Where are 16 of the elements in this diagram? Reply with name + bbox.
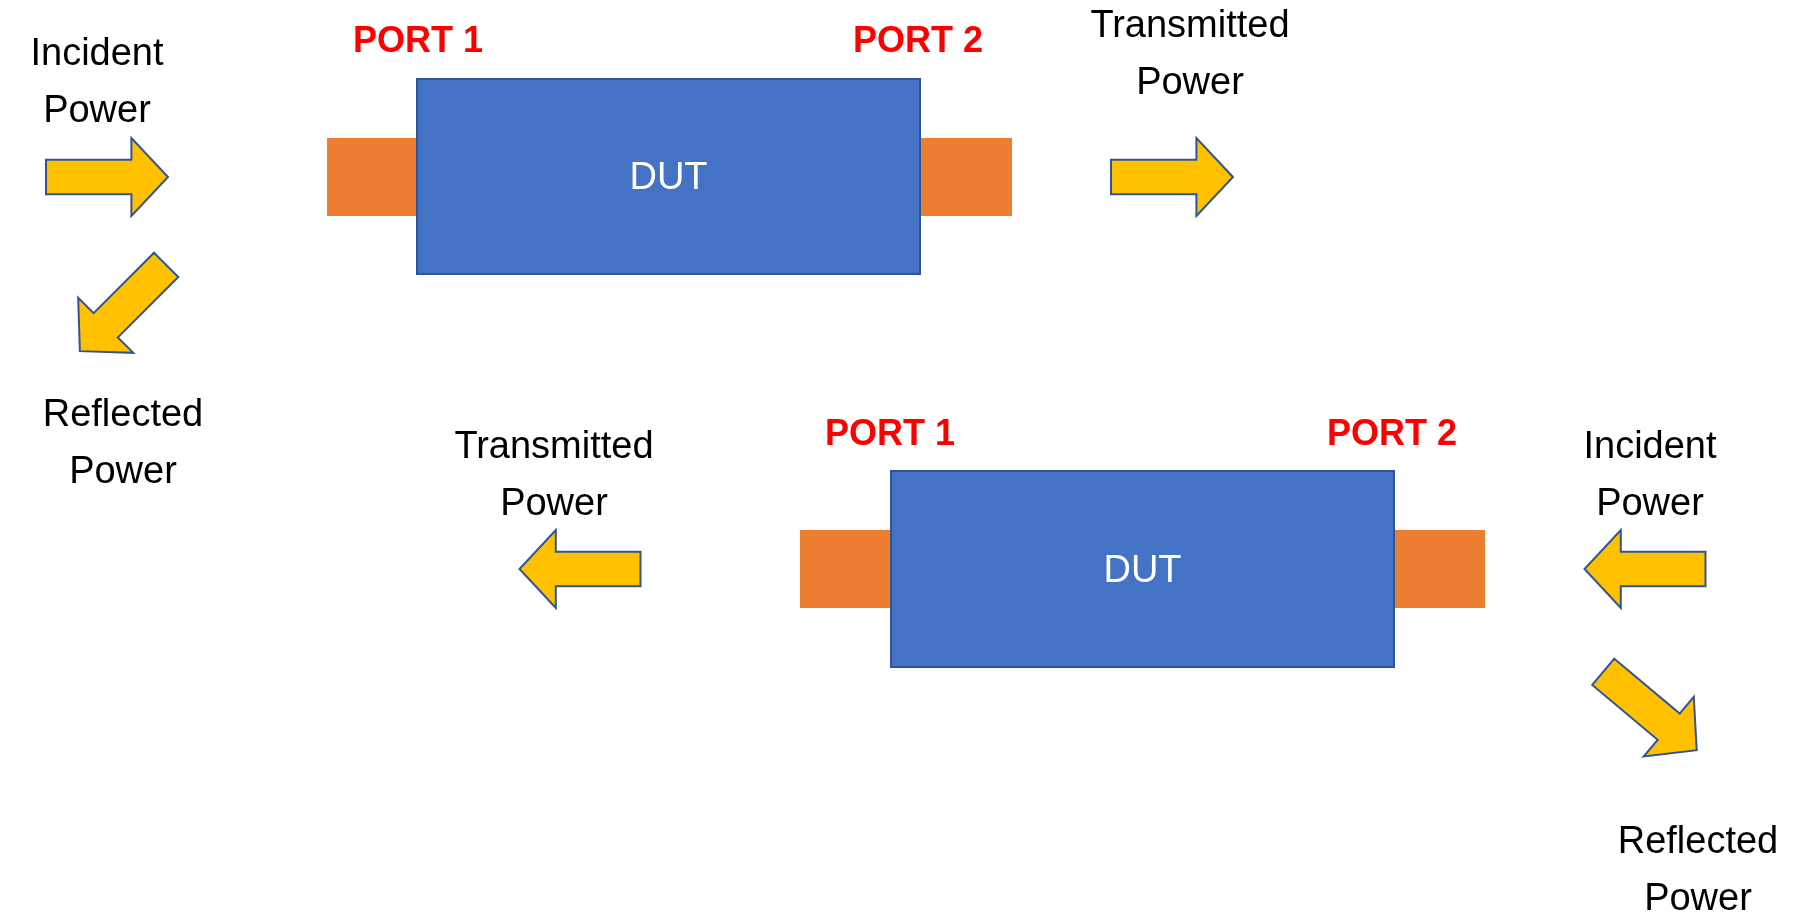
port-block — [800, 530, 890, 608]
port-label: PORT 1 — [352, 18, 484, 62]
port-block — [1395, 530, 1485, 608]
power-label: Reflected Power — [41, 391, 205, 493]
power-label: Incident Power — [29, 30, 165, 132]
port-block — [921, 138, 1012, 216]
device-box: DUT — [890, 470, 1395, 668]
power-label: Transmitted Power — [1089, 2, 1291, 104]
power-label: Reflected Power — [1616, 818, 1780, 914]
port-label: PORT 1 — [824, 411, 956, 455]
device-box: DUT — [416, 78, 921, 275]
port-block — [327, 138, 416, 216]
power-label: Transmitted Power — [453, 423, 655, 525]
power-label: Incident Power — [1582, 423, 1718, 525]
port-label: PORT 2 — [1326, 411, 1458, 455]
port-label: PORT 2 — [852, 18, 984, 62]
